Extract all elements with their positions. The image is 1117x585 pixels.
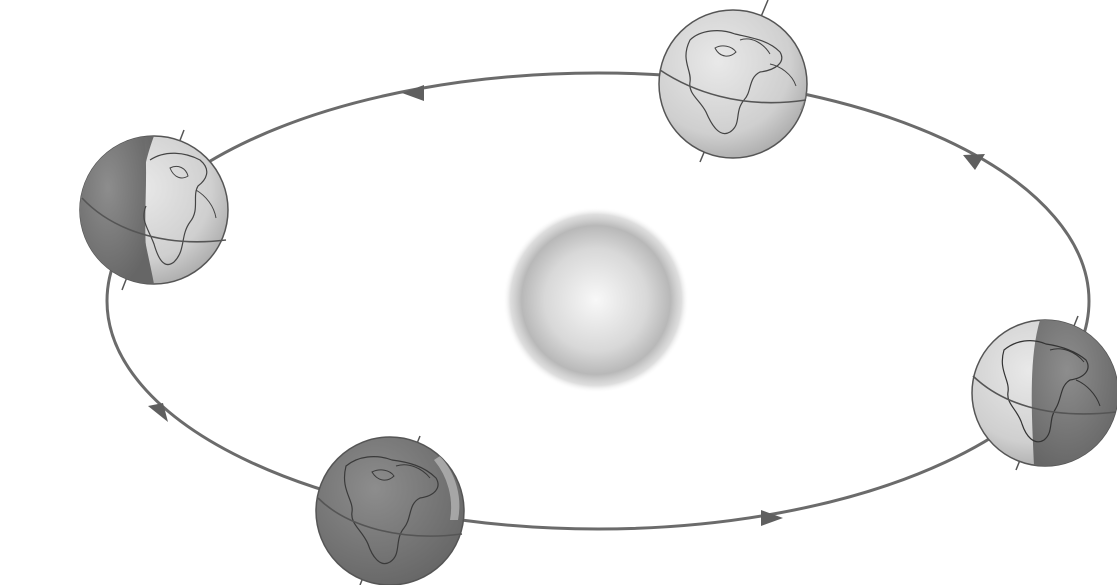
orbit-arrow-right <box>963 154 985 170</box>
orbit-arrow-left <box>148 403 168 422</box>
earth-left <box>60 120 228 310</box>
earth-top <box>659 0 816 162</box>
sun <box>503 207 689 393</box>
orbit-arrow-top <box>402 85 424 101</box>
earth-right <box>972 316 1117 470</box>
earth-bottom <box>316 436 464 585</box>
